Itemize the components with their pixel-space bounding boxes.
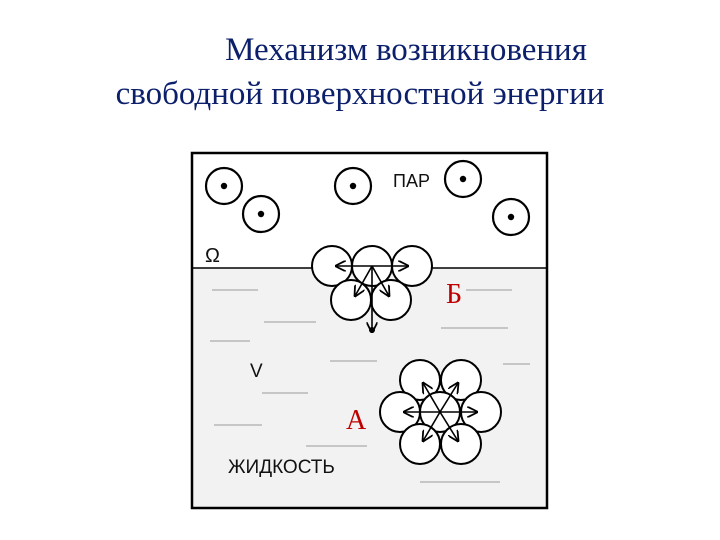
liquid-label: ЖИДКОСТЬ (228, 457, 335, 478)
vapor-molecule (333, 166, 373, 206)
surface-molecule-label: Б (446, 279, 462, 310)
vapor-molecules (204, 159, 531, 237)
vapor-molecule (204, 166, 244, 206)
bulk-molecule-label: А (346, 405, 367, 436)
vapor-molecule (443, 159, 483, 199)
liquid-hatching (210, 289, 530, 483)
vapor-molecule (491, 197, 531, 237)
vapor-label: ПАР (393, 171, 430, 191)
title-line-1: Механизм возникновения (225, 32, 587, 68)
omega-label: Ω (205, 245, 220, 267)
title-line-2: свободной поверхностной энергии (115, 76, 605, 112)
surface-molecule-cluster (311, 245, 433, 333)
vessel-outline (190, 151, 549, 510)
volume-label: V (250, 361, 263, 382)
slide-title: Механизм возникновения свободной поверхн… (0, 28, 720, 116)
bulk-molecule-cluster (379, 359, 502, 465)
vapor-molecule (241, 194, 281, 234)
